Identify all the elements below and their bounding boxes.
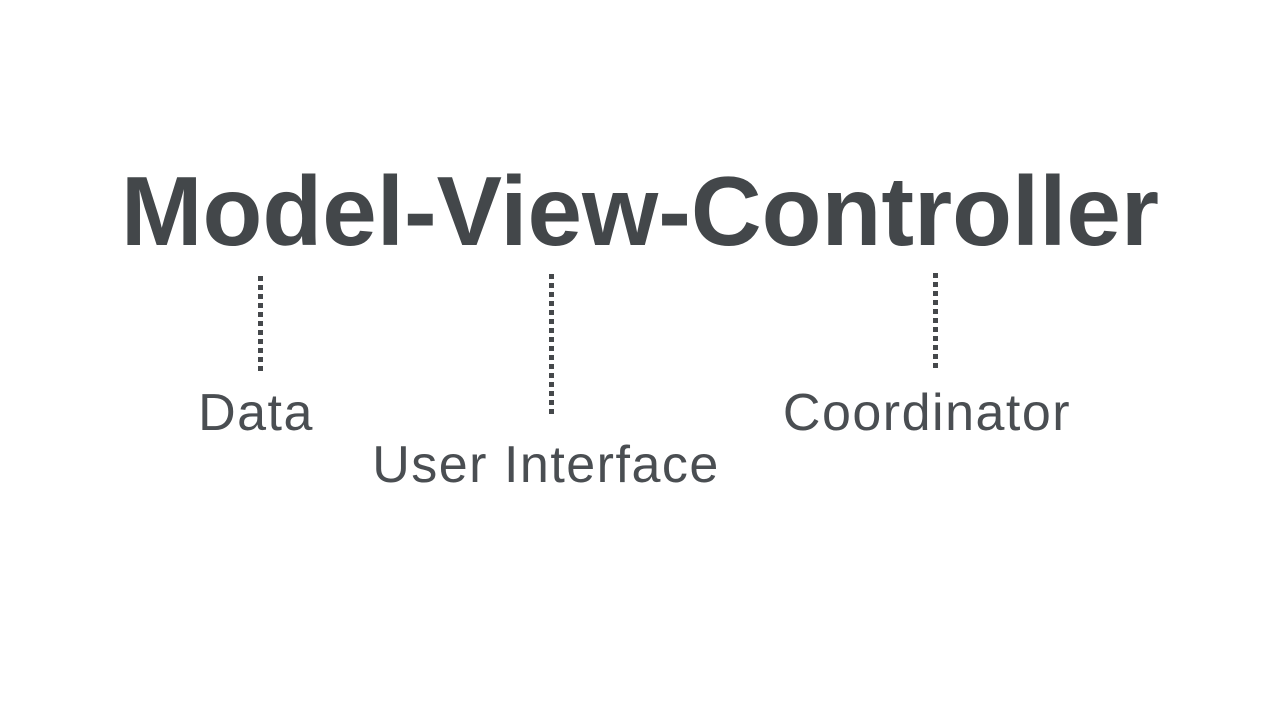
- dotted-connector-view: [549, 274, 554, 418]
- label-view-user-interface: User Interface: [372, 436, 720, 494]
- label-controller-coordinator: Coordinator: [782, 384, 1072, 442]
- dotted-connector-controller: [933, 273, 938, 372]
- dotted-connector-model: [258, 276, 263, 371]
- label-model-data: Data: [198, 384, 314, 442]
- diagram-title: Model-View-Controller: [120, 156, 1160, 266]
